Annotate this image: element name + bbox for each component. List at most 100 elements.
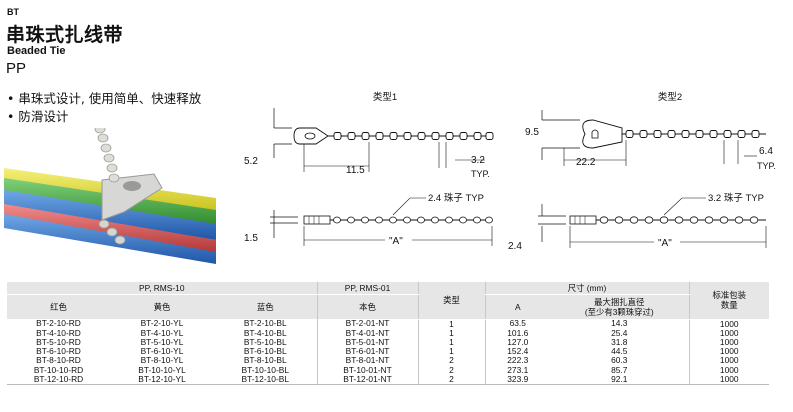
cell-natural: BT-4-01-NT [316,328,418,338]
cell-yellow: BT-8-10-YL [140,355,184,366]
col-yellow-header: 黄色 [110,294,214,319]
table-row: BT-4-10-RD BT-4-10-YL BT-4-10-BL BT-4-01-NT… [7,327,769,338]
cell-natural: BT-10-01-NT [316,365,418,375]
col-pack-header: 标准包装 数量 [688,282,769,320]
type2-length-label: "A" [658,238,672,249]
col-maxdia-header: 最大捆扎直径 (至少有3颗珠穿过) [550,294,689,319]
product-subtitle: Beaded Tie [7,45,66,57]
col-red-header: 红色 [7,294,110,319]
cell-pack: 1000 [688,346,769,357]
cell-maxdia: 25.4 [611,327,628,338]
col-blue-header: 蓝色 [214,294,317,319]
product-code: BT [7,7,19,17]
table-row: BT-10-10-RD BT-10-10-YL BT-10-10-BL BT-10-0… [7,364,769,375]
cell-pack: 1000 [688,356,769,366]
cell-maxdia: 60.3 [611,355,628,366]
group-pp-rms10: PP, RMS-10 [7,282,317,295]
type2-label: 类型2 [658,91,682,103]
cell-pack: 1000 [688,328,769,338]
type2-height-dim: 9.5 [525,127,539,138]
cell-maxdia: 92.1 [550,374,689,385]
material-label: PP [6,60,27,77]
cell-natural: BT-5-01-NT [316,337,418,348]
cell-natural: BT-6-01-NT [316,346,418,357]
type1-drawing: 类型1 5.2 11.5 3.2 TYP. [244,91,494,247]
cell-blue: BT-10-10-BL [241,364,289,375]
cell-pack: 1000 [688,365,769,375]
cell-yellow: BT-12-10-YL [110,374,214,385]
table-row: BT-8-10-RD BT-8-10-YL BT-8-10-BL BT-8-01-NT… [7,355,769,366]
product-title: 串珠式扎线带 [6,24,124,46]
type1-bead-note: 2.4 珠子 TYP [428,192,484,204]
dimension-drawing: 类型1 5.2 11.5 3.2 TYP. [244,91,776,252]
group-size: 尺寸 (mm) [484,282,689,295]
cell-a: 101.6 [484,328,550,338]
cell-type: 1 [417,319,485,329]
cell-yellow: BT-5-10-YL [140,336,184,347]
type2-bead-note: 3.2 珠子 TYP [708,192,764,204]
cell-pack: 1000 [688,337,769,348]
col-natural-header: 本色 [316,294,418,319]
cell-blue: BT-6-10-BL [243,346,287,357]
type1-thick-dim: 1.5 [244,233,258,244]
type2-thick-dim: 2.4 [508,241,522,252]
cell-a: 63.5 [484,319,550,329]
group-pp-rms01: PP, RMS-01 [316,282,418,295]
type2-typ: TYP. [757,161,776,171]
cell-red: BT-10-10-RD [33,364,84,375]
table-row: BT-6-10-RD BT-6-10-YL BT-6-10-BL BT-6-01-NT… [7,346,769,357]
cell-natural: BT-12-01-NT [316,374,418,385]
type1-bead-dim: 3.2 [471,155,485,166]
product-photo [4,128,216,264]
cell-pack: 1000 [688,319,769,329]
type2-bead-dim: 6.4 [759,146,773,157]
cell-maxdia: 31.8 [611,336,628,347]
cell-natural: BT-2-01-NT [316,319,418,329]
cell-type: 2 [417,356,485,366]
cell-maxdia: 14.3 [611,318,628,329]
spec-table: PP, RMS-10 PP, RMS-01 类型 尺寸 (mm) 标准包装 数量… [7,282,769,385]
cell-pack: 1000 [688,374,769,385]
cell-maxdia: 85.7 [611,364,628,375]
cell-natural: BT-8-01-NT [316,356,418,366]
table-row: BT-2-10-RD BT-2-10-YL BT-2-10-BL BT-2-01-NT… [7,319,769,329]
type1-length-label: "A" [389,236,403,247]
feature-item-1: • 串珠式设计, 使用简单、快速释放 [7,91,202,106]
type1-height-dim: 5.2 [244,156,258,167]
type1-pitch-dim: 11.5 [346,165,365,176]
cell-blue: BT-12-10-BL [214,374,317,385]
type1-label: 类型1 [373,91,397,103]
cell-yellow: BT-2-10-YL [140,318,184,329]
cell-blue: BT-5-10-BL [243,336,287,347]
cell-red: BT-2-10-RD [36,318,81,329]
cell-red: BT-8-10-RD [36,355,81,366]
cell-yellow: BT-10-10-YL [138,364,186,375]
cell-maxdia: 44.5 [611,346,628,357]
cell-red: BT-5-10-RD [36,336,81,347]
cell-type: 1 [417,337,485,348]
col-a-header: A [484,294,550,319]
cell-a: 323.9 [484,374,550,385]
cell-blue: BT-8-10-BL [243,355,287,366]
col-type-header: 类型 [417,282,485,320]
table-row: BT-5-10-RD BT-5-10-YL BT-5-10-BL BT-5-01-NT… [7,336,769,348]
cell-type: 2 [417,374,485,385]
cell-blue: BT-2-10-BL [243,318,287,329]
cell-a: 152.4 [484,346,550,357]
cell-red: BT-12-10-RD [7,374,110,385]
type1-typ: TYP. [471,169,490,179]
cell-a: 222.3 [484,356,550,366]
cell-yellow: BT-4-10-YL [140,327,184,338]
type2-pitch-dim: 22.2 [576,157,596,168]
cell-blue: BT-4-10-BL [243,327,287,338]
cell-red: BT-6-10-RD [36,346,81,357]
cell-a: 127.0 [484,337,550,348]
cell-type: 2 [417,365,485,375]
type2-drawing: 类型2 9.5 22.2 6.4 TYP. [508,91,776,252]
cell-red: BT-4-10-RD [36,327,81,338]
cell-type: 1 [417,346,485,357]
feature-item-2: • 防滑设计 [7,109,69,124]
cell-yellow: BT-6-10-YL [140,346,184,357]
cell-type: 1 [417,328,485,338]
